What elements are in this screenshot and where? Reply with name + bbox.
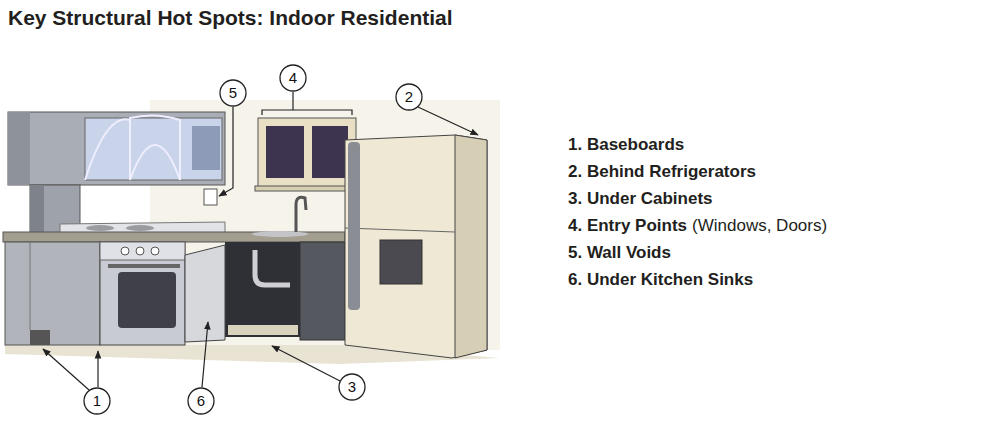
callout-number: 2 xyxy=(395,83,423,111)
upper-cabinet xyxy=(8,112,225,185)
list-item: 5. Wall Voids xyxy=(568,243,671,263)
leader-lines xyxy=(43,92,478,390)
fridge-side xyxy=(455,135,487,358)
refrigerator xyxy=(345,135,487,358)
callout-number: 1 xyxy=(83,387,111,415)
cooktop xyxy=(60,222,225,233)
hood-side xyxy=(30,185,44,238)
oven-window xyxy=(118,272,176,328)
cabinet-edge xyxy=(30,242,31,330)
control-panel xyxy=(100,242,185,260)
open-door xyxy=(185,245,225,342)
burner xyxy=(86,225,114,231)
burner xyxy=(126,225,154,231)
fridge-handle xyxy=(348,142,360,310)
callout-number: 6 xyxy=(187,387,215,415)
knob xyxy=(121,247,129,255)
callout-circle: 3 xyxy=(338,373,366,401)
callout-circle: 6 xyxy=(187,387,215,415)
wall-outlet xyxy=(204,189,217,205)
countertop xyxy=(3,232,345,242)
ice-dispenser xyxy=(380,240,422,284)
oven-handle xyxy=(108,264,180,268)
sink-cabinet-interior xyxy=(225,242,300,337)
faucet xyxy=(296,197,306,232)
callout-circle: 1 xyxy=(83,387,111,415)
glass-mullions xyxy=(85,115,180,180)
callout-circle: 4 xyxy=(279,64,307,92)
stove xyxy=(100,242,185,345)
callout-circle: 5 xyxy=(219,79,247,107)
window-mullion xyxy=(304,126,312,178)
cabinet-pane xyxy=(192,126,220,170)
diagram-title: Key Structural Hot Spots: Indoor Residen… xyxy=(8,6,453,30)
window-glass xyxy=(266,126,348,178)
right-cabinet xyxy=(300,242,345,340)
window-frame xyxy=(258,118,356,188)
callout-number: 4 xyxy=(279,64,307,92)
list-item: 1. Baseboards xyxy=(568,135,684,155)
cabinet-glass xyxy=(85,118,222,180)
toe-kick xyxy=(30,330,50,345)
cabinet-floor xyxy=(228,325,298,335)
callout-number: 5 xyxy=(219,79,247,107)
list-item: 4. Entry Points xyxy=(568,216,687,236)
cabinet-side xyxy=(8,112,30,185)
list-item: (Windows, Doors) xyxy=(692,216,827,236)
sink-basin xyxy=(252,231,308,237)
list-item: 2. Behind Refrigerators xyxy=(568,162,756,182)
fridge-door-split xyxy=(345,228,455,232)
list-item: 3. Under Cabinets xyxy=(568,189,713,209)
list-item: 6. Under Kitchen Sinks xyxy=(568,270,753,290)
callout-number: 3 xyxy=(338,373,366,401)
knob xyxy=(151,247,159,255)
sink-pipe xyxy=(255,250,290,285)
base-cabinet xyxy=(5,242,100,345)
knob xyxy=(136,247,144,255)
callout-circle: 2 xyxy=(395,83,423,111)
window-sill xyxy=(255,186,359,191)
